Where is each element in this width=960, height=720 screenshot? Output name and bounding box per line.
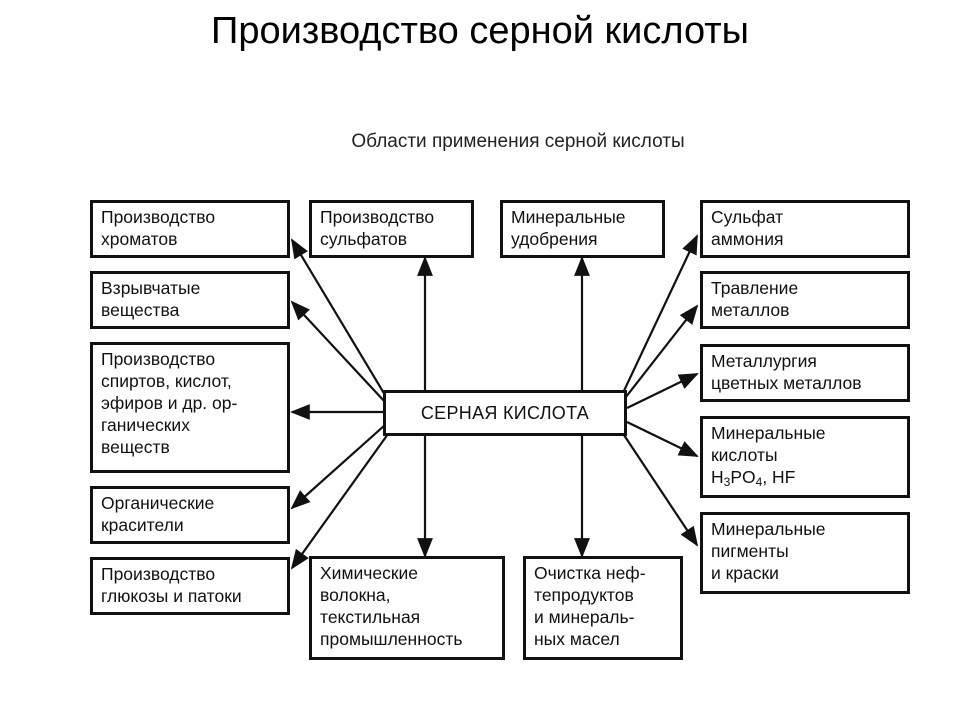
box-line: кислоты [711,445,778,465]
box-explosives: Взрывчатые вещества [90,271,290,329]
box-line: Травление [711,278,799,298]
box-etching: Травление металлов [700,271,910,329]
box-fertilizers: Минеральные удобрения [500,200,665,258]
box-line: сульфатов [320,229,408,249]
box-line: глюкозы и патоки [101,586,242,606]
arrow-to-metallurgy [626,373,699,409]
box-mineral-acids: Минеральные кислоты H3PO4, HF [700,416,910,498]
box-line: красители [101,515,184,535]
arrow-to-explosives [290,300,386,403]
box-line: Производство [101,349,216,369]
box-line: спиртов, кислот, [101,371,232,391]
box-pigments: Минеральные пигменты и краски [700,512,910,594]
formula-po-sub: 4 [755,475,763,489]
box-line: Сульфат [711,207,784,227]
arrow-to-ammonium [621,234,698,396]
formula-po: PO [730,467,756,487]
box-line: и краски [711,563,779,583]
box-sulfates: Производство сульфатов [309,200,474,258]
arrow-to-dyes [290,424,386,510]
box-line: Минеральные [711,519,826,539]
box-line: Химические [320,563,419,583]
box-line: цветных металлов [711,373,862,393]
box-ammonium: Сульфат аммония [700,200,910,258]
formula-h-sub: 3 [723,475,731,489]
box-line: ных масел [534,629,620,649]
formula-tail: , HF [762,467,796,487]
box-line: хроматов [101,229,178,249]
diagram-subtitle: Области применения серной кислоты [351,131,685,152]
box-line: и минераль- [534,607,635,627]
box-line: волокна, [320,585,391,605]
formula-h: H [711,467,724,487]
box-line: вещества [101,300,180,320]
box-dyes: Органические красители [90,486,290,544]
box-line: Минеральные [711,423,826,443]
acid-formula: H3PO4, HF [711,466,901,488]
box-line: текстильная [320,607,421,627]
box-organics: Производство спиртов, кислот, эфиров и д… [90,342,290,473]
box-line: веществ [101,437,170,457]
arrow-to-acids [626,421,699,457]
box-line: Органические [101,493,215,513]
box-line: Производство [101,207,216,227]
arrow-to-pigments [621,431,699,547]
box-line: эфиров и др. ор- [101,393,238,413]
box-line: металлов [711,300,790,320]
arrow-to-chromates [290,238,386,396]
box-line: Металлургия [711,351,817,371]
box-line: Минеральные [511,207,626,227]
box-oil: Очистка неф- тепродуктов и минераль- ных… [523,556,683,660]
sulfuric-acid-box: СЕРНАЯ КИСЛОТА [383,390,627,436]
box-line: Производство [101,564,216,584]
box-metallurgy: Металлургия цветных металлов [700,344,910,402]
arrow-to-glucose [290,433,389,570]
box-chromates: Производство хроматов [90,200,290,258]
box-line: аммония [711,229,784,249]
box-line: Взрывчатые [101,278,201,298]
slide-title: Производство серной кислоты [211,10,749,52]
box-line: удобрения [511,229,598,249]
box-line: Очистка неф- [534,563,646,583]
box-glucose: Производство глюкозы и патоки [90,557,290,615]
box-line: промышленность [320,629,463,649]
box-line: ганических [101,415,190,435]
box-line: пигменты [711,541,789,561]
box-line: тепродуктов [534,585,634,605]
box-line: Производство [320,207,435,227]
box-fibers: Химические волокна, текстильная промышле… [309,556,505,660]
arrow-to-etching [621,304,699,403]
